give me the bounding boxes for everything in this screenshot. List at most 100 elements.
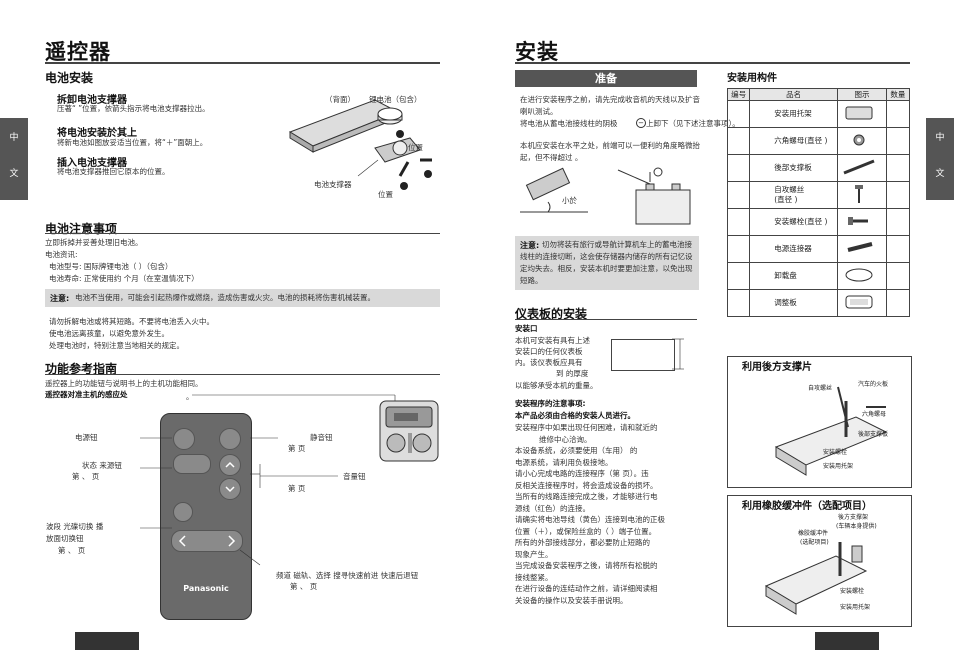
label-mute: 静音钮 <box>310 433 333 442</box>
parts-qty-cell <box>885 154 911 182</box>
volume-up-button[interactable] <box>219 454 241 476</box>
proc-line: 请小心完成电路的连接程序（第 页）。违 <box>515 469 649 478</box>
parts-no-cell <box>726 154 751 182</box>
part-icon <box>848 217 869 225</box>
battery-note-line: 处理电池时，特别注意当地相关的规定。 <box>49 341 184 350</box>
parts-name-cell: 卸载盘 <box>749 262 839 290</box>
warning-text: 电池不当使用，可能会引起热爆作或燃烧，造成伤害或火灾。电池的损耗将伤害机械装置。 <box>75 293 375 302</box>
rear-label-2: 汽车的火板 <box>858 381 889 388</box>
label-tune: 频道 磁轨、选择 搜寻快速前进 快速后退钮 <box>276 571 419 580</box>
prep-p1: 在进行安装程序之前，请先完成收音机的天线以及扩音喇叭测试。 <box>520 95 700 116</box>
band-button[interactable] <box>173 502 193 522</box>
section-heading-battery-notes: 电池注意事项 <box>45 222 118 236</box>
parts-qty-cell <box>885 181 911 209</box>
proc-line: 维修中心洽询。 <box>539 434 592 444</box>
fig-label-position1: 位置 <box>408 143 423 152</box>
rubber-diagram <box>764 542 868 615</box>
proc-line: 在进行设备的连结动作之前，请详细阅读相 <box>515 584 658 593</box>
power-button[interactable] <box>173 428 195 450</box>
rear-label-1: 自攻螺丝 <box>808 385 833 392</box>
rear-label-4: 後部支撑板 <box>858 431 889 438</box>
parts-name-cell: 自攻螺丝(直径 ) <box>749 181 839 209</box>
proc-line: 所有的外部接线部分，都必要防止短路的 <box>515 538 650 547</box>
parts-row: 自攻螺丝(直径 ) <box>726 181 911 209</box>
parts-name-cell: 安装用托架 <box>749 100 839 128</box>
chevron-down-icon <box>225 486 235 493</box>
parts-row: 安装用托架 <box>726 100 911 128</box>
col-fig: 图示 <box>837 88 887 101</box>
opening-text: 到 的厚度 <box>556 369 589 378</box>
rubber-label-4: (选配项目) <box>800 539 829 546</box>
rubber-label-6: 安装用托架 <box>840 604 871 611</box>
parts-fig-cell <box>837 181 887 209</box>
section-rule <box>515 319 697 320</box>
proc-title: 安装程序的注意事项: <box>515 399 586 408</box>
angle-fig-label: 小於 <box>562 196 577 205</box>
proc-line: 源线（红色）的连接。 <box>515 503 590 513</box>
opening-text: 以能够承受本机的重量。 <box>515 381 598 390</box>
side-tab-char: 文 <box>9 169 19 179</box>
part-icon <box>847 242 873 252</box>
proc-line: 电源系统，请利用负极接地。 <box>515 457 613 467</box>
parts-no-cell <box>726 235 751 263</box>
page-number-bar-right <box>815 632 879 650</box>
proc-line: 现象产生。 <box>515 549 553 559</box>
parts-row: 六角螺母(直径 ) <box>726 127 911 155</box>
parts-no-cell <box>726 100 751 128</box>
parts-name: 安装用托架 <box>774 109 812 118</box>
part-icon <box>843 159 875 175</box>
function-intro-end: 。 <box>186 392 194 401</box>
parts-row: 安装螺栓(直径 ) <box>726 208 911 236</box>
prep-warning-box: 注意: 切勿将装有旅行或导航计算机车上的蓄电池接线柱的连接切断，这会使存储器内储… <box>515 236 699 290</box>
parts-no-cell <box>726 127 751 155</box>
rear-support-heading: 利用後方支撑片 <box>742 362 812 373</box>
parts-name-2: (直径 ) <box>774 195 798 204</box>
parts-row: 卸载盘 <box>726 262 911 290</box>
side-tab-left: 中 文 <box>0 118 28 200</box>
fig-label-position2: 位置 <box>378 190 393 199</box>
parts-fig-cell <box>837 235 887 263</box>
proc-line: 安装程序中如果出现任何困难，请和就近的 <box>515 423 658 432</box>
remote-control: Panasonic <box>160 413 252 620</box>
opening-text: 安装口的任何仪表板 <box>515 347 583 356</box>
parts-qty-cell <box>885 235 911 263</box>
part-icon <box>845 268 873 282</box>
mute-button[interactable] <box>219 428 241 450</box>
section-heading-battery-install: 电池安装 <box>45 71 94 85</box>
seek-rocker <box>171 530 243 552</box>
label-band: 波段 光碟切换 播 <box>46 522 104 531</box>
parts-fig-cell <box>837 208 887 236</box>
warning-label: 注意: <box>50 294 70 303</box>
parts-name-cell: 安装螺栓(直径 ) <box>749 208 839 236</box>
page-title-remote: 遥控器 <box>45 40 111 64</box>
label-band-pages: 第 、 页 <box>58 546 86 555</box>
section-heading-parts: 安装用构件 <box>727 73 777 84</box>
rubber-heading: 利用橡胶缓冲件（选配项目） <box>742 501 872 512</box>
proc-line: 请确实将电池导线（黄色）连接到电池的正极 <box>515 515 665 524</box>
title-rule <box>45 62 440 64</box>
battery-figure <box>280 90 440 205</box>
part-icon <box>853 134 865 146</box>
parts-table: 编号 品名 图示 数量 安装用托架六角螺母(直径 )後部支撑板自攻螺丝(直径 )… <box>726 88 911 317</box>
parts-no-cell <box>726 208 751 236</box>
parts-row: 後部支撑板 <box>726 154 911 182</box>
rear-label-3: 六角螺母 <box>862 411 887 418</box>
source-button[interactable] <box>173 454 211 474</box>
parts-fig-cell <box>837 100 887 128</box>
parts-fig-cell <box>837 262 887 290</box>
seek-arrows-icon[interactable] <box>172 531 242 551</box>
prep-p2: 将电池从蓄电池接线柱的阴极 <box>520 119 618 128</box>
dimension-arrow <box>672 338 684 370</box>
section-rule <box>45 374 440 375</box>
parts-fig-cell <box>837 127 887 155</box>
parts-name: 卸载盘 <box>774 271 797 280</box>
head-unit-figure <box>378 395 440 465</box>
col-name: 品名 <box>749 88 839 101</box>
proc-sub: 本产品必须由合格的安装人员进行。 <box>515 411 635 420</box>
step-install-title: 将电池安装於其上 <box>57 128 137 139</box>
volume-down-button[interactable] <box>219 478 241 500</box>
opening-text: 本机可安装有具有上述 <box>515 336 590 345</box>
chevron-up-icon <box>225 461 235 468</box>
fig-label-back: （背面） <box>325 95 355 104</box>
prep-warning-text: 切勿将装有旅行或导航计算机车上的蓄电池接线柱的连接切断，这会使存储器内储存的所有… <box>520 240 693 285</box>
